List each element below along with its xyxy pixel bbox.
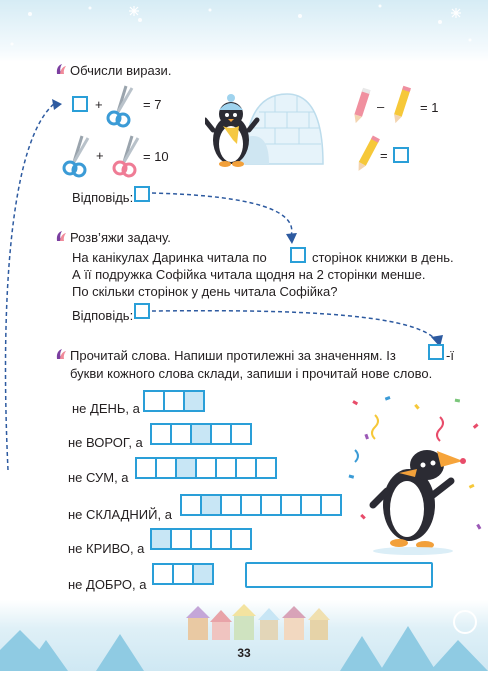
task2-answer-square[interactable] (134, 303, 150, 319)
task2-text-line1-start: На канікулах Даринка читала по (72, 250, 267, 265)
word-label: не СУМ, а (68, 470, 129, 485)
highlighted-letter-cell[interactable] (175, 457, 197, 479)
snowflakes-decoration (10, 4, 472, 46)
task-bullet-icon (56, 349, 66, 359)
pink-pencil-icon (354, 87, 371, 124)
equals-7: = 7 (143, 97, 162, 112)
pink-scissors-icon (112, 135, 140, 178)
letter-cell[interactable] (152, 563, 174, 585)
letter-cell[interactable] (143, 390, 165, 412)
minus-sign: – (377, 99, 385, 114)
penguin-igloo-illustration (205, 93, 324, 167)
highlighted-letter-cell[interactable] (192, 563, 214, 585)
task2-text-line2: А її подружка Софійка читала щодня на 2 … (72, 267, 426, 282)
letter-cell[interactable] (170, 423, 192, 445)
yellow-pencil-icon (394, 85, 411, 124)
letter-cell[interactable] (260, 494, 282, 516)
task2-title: Розв’яжи задачу. (70, 230, 171, 245)
letter-cell[interactable] (235, 457, 257, 479)
letter-cell[interactable] (230, 528, 252, 550)
letter-cell[interactable] (172, 563, 194, 585)
word-label: не ВОРОГ, а (68, 435, 143, 450)
letter-cell[interactable] (220, 494, 242, 516)
word-cells (150, 528, 252, 550)
word-cells (143, 390, 205, 412)
new-word-answer-box[interactable] (245, 562, 433, 588)
equals-sign: = (380, 148, 388, 163)
letter-cell[interactable] (195, 457, 217, 479)
page-number: 33 (237, 646, 251, 660)
letter-cell[interactable] (240, 494, 262, 516)
plus-sign: + (95, 97, 103, 112)
word-cells (135, 457, 277, 479)
task3-text-line2: букви кожного слова склади, запиши і про… (70, 366, 433, 381)
answer-square-1[interactable] (72, 96, 88, 112)
letter-cell[interactable] (210, 528, 232, 550)
letter-cell[interactable] (155, 457, 177, 479)
word-label: не КРИВО, а (68, 541, 145, 556)
winter-village-decoration (0, 604, 488, 671)
highlighted-letter-cell[interactable] (150, 528, 172, 550)
letter-cell[interactable] (280, 494, 302, 516)
word-cells (150, 423, 252, 445)
task3-inline-square[interactable] (428, 344, 444, 360)
highlighted-letter-cell[interactable] (183, 390, 205, 412)
task3-text-line1-suffix: -ї (446, 348, 454, 363)
plus-sign: + (96, 148, 104, 163)
word-label: не СКЛАДНИЙ, а (68, 507, 172, 522)
letter-cell[interactable] (210, 423, 232, 445)
task3-text-line1: Прочитай слова. Напиши протилежні за зна… (70, 348, 396, 363)
word-cells (152, 563, 214, 585)
letter-cell[interactable] (190, 528, 212, 550)
letter-cell[interactable] (163, 390, 185, 412)
task1-title: Обчисли вирази. (70, 63, 172, 78)
highlighted-letter-cell[interactable] (190, 423, 212, 445)
scissors-icon (106, 85, 134, 128)
scissors-icon (62, 135, 90, 178)
party-penguin-illustration (348, 396, 482, 555)
letter-cell[interactable] (320, 494, 342, 516)
task1-answer-square[interactable] (134, 186, 150, 202)
header-band (0, 0, 488, 62)
equals-10: = 10 (143, 149, 169, 164)
yellow-pencil-icon (358, 135, 380, 171)
word-label: не ДЕНЬ, а (72, 401, 140, 416)
answer-square-2[interactable] (393, 147, 409, 163)
task2-text-line1-end: сторінок книжки в день. (312, 250, 454, 265)
equals-1: = 1 (420, 100, 439, 115)
letter-cell[interactable] (230, 423, 252, 445)
word-cells (180, 494, 342, 516)
letter-cell[interactable] (150, 423, 172, 445)
footer-band (0, 600, 488, 671)
task2-text-line3: По скільки сторінок у день читала Софійк… (72, 284, 338, 299)
task1-answer-label: Відповідь: (72, 190, 134, 205)
letter-cell[interactable] (180, 494, 202, 516)
letter-cell[interactable] (135, 457, 157, 479)
letter-cell[interactable] (215, 457, 237, 479)
task2-answer-label: Відповідь: (72, 308, 134, 323)
letter-cell[interactable] (255, 457, 277, 479)
letter-cell[interactable] (170, 528, 192, 550)
word-label: не ДОБРО, а (68, 577, 147, 592)
task2-inline-square[interactable] (290, 247, 306, 263)
highlighted-letter-cell[interactable] (200, 494, 222, 516)
letter-cell[interactable] (300, 494, 322, 516)
task-bullet-icon (56, 64, 66, 74)
task-bullet-icon (56, 231, 66, 241)
